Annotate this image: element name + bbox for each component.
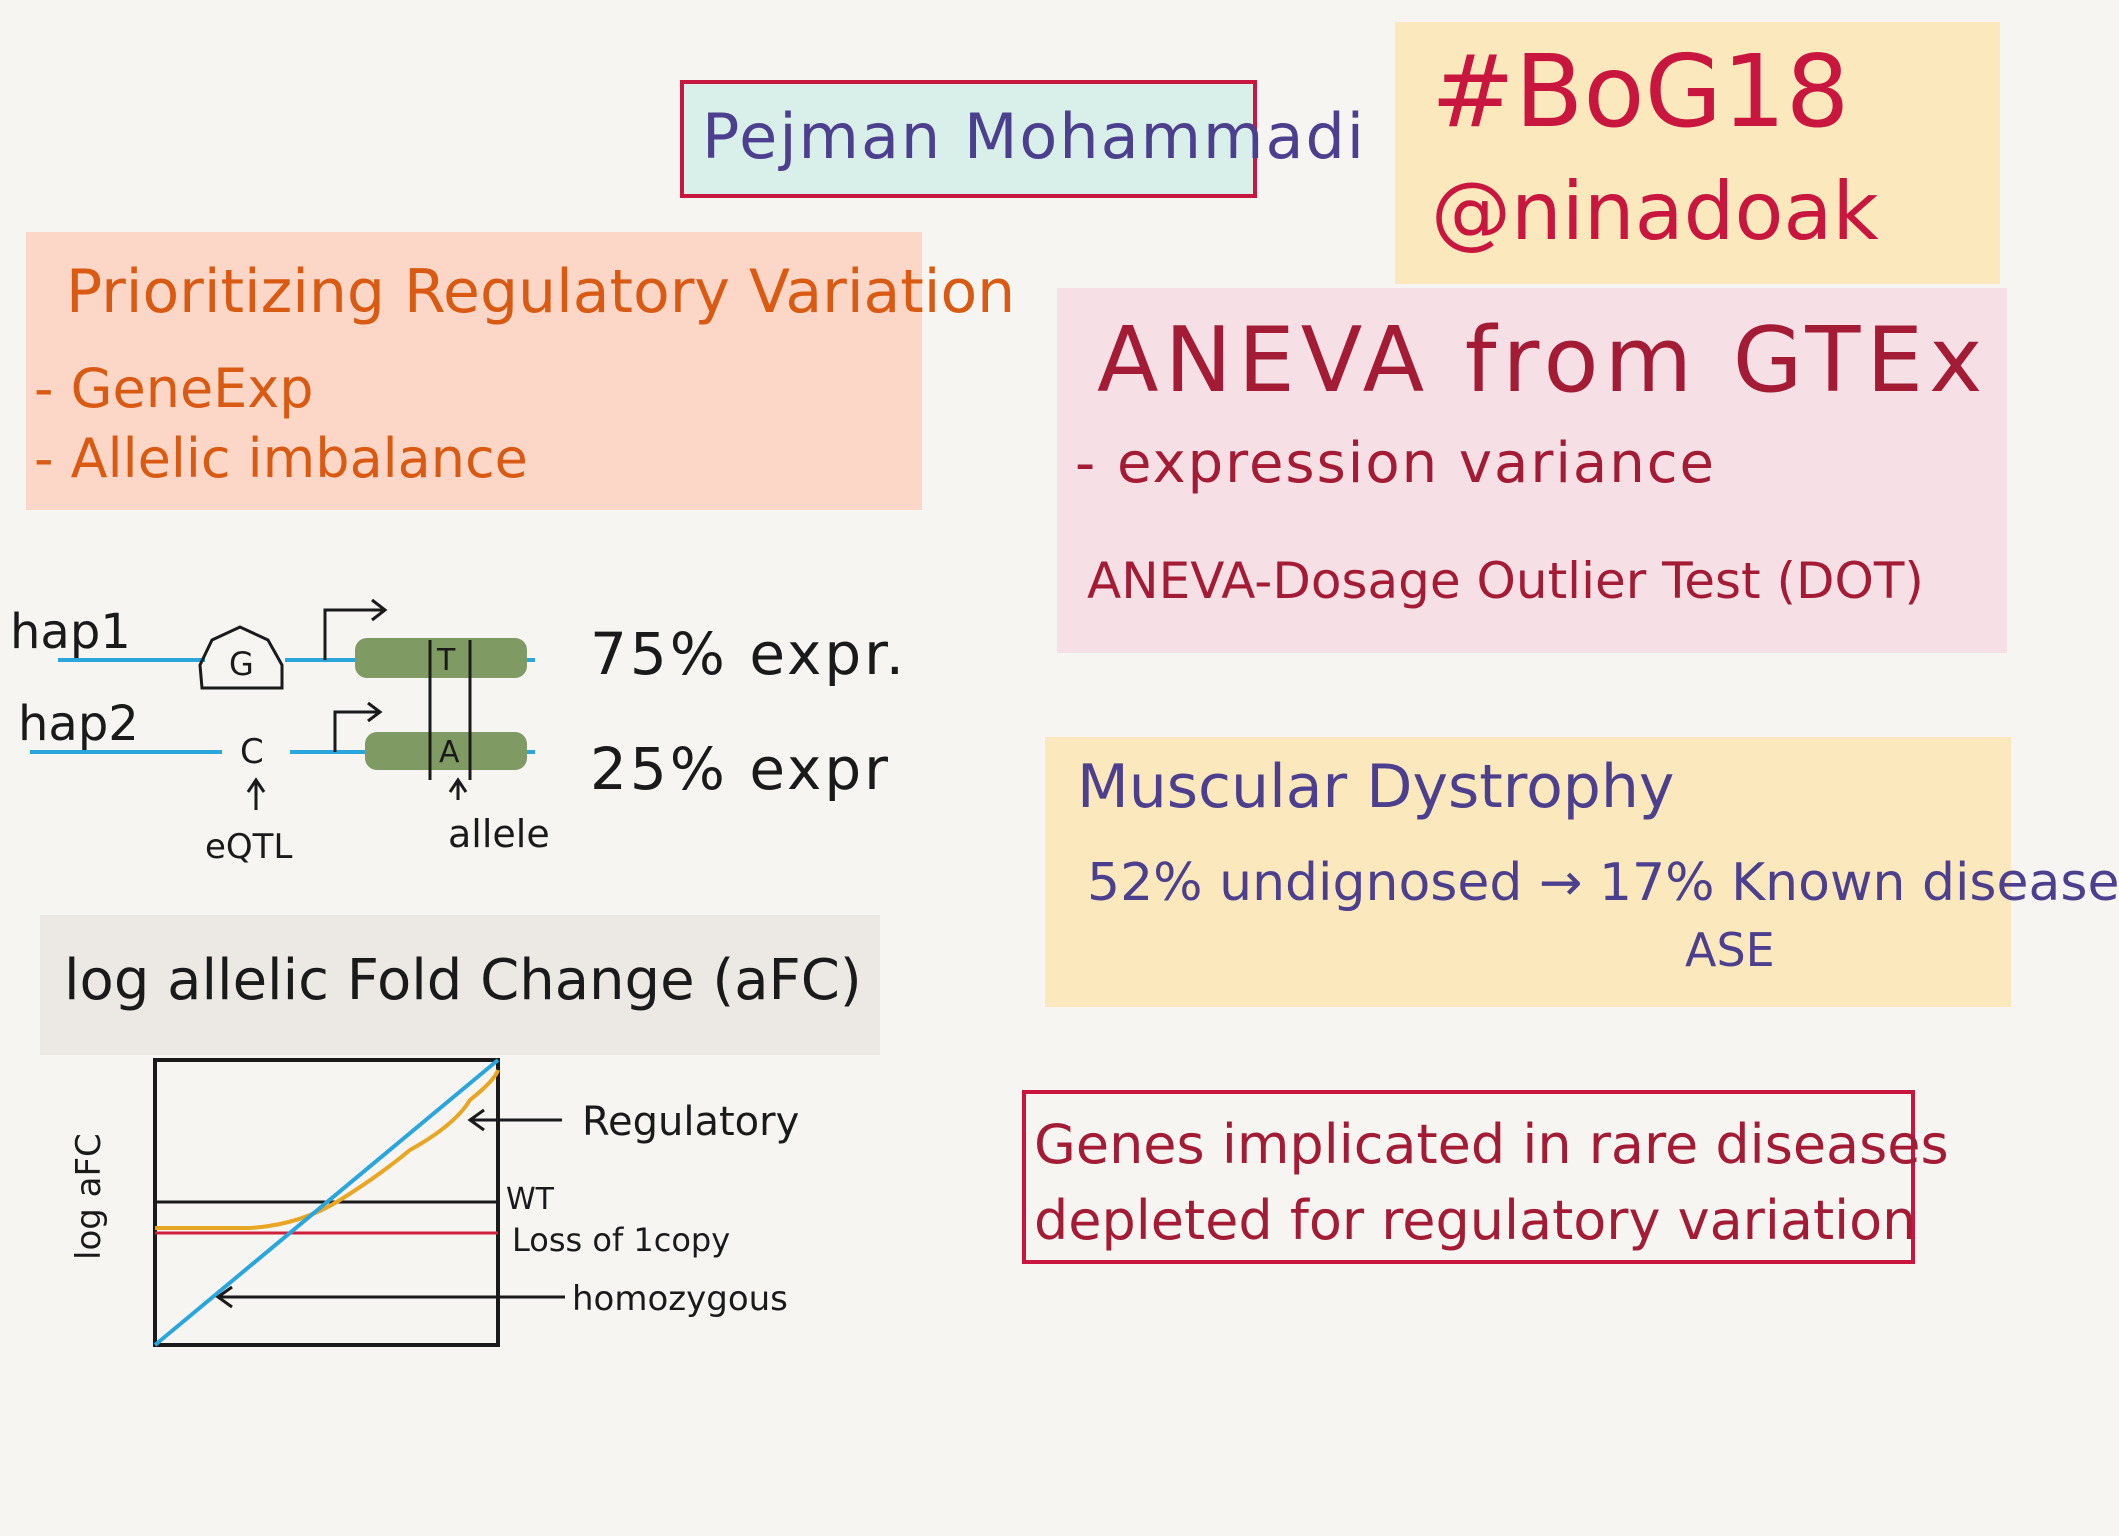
- afc-title: log allelic Fold Change (aFC): [64, 948, 862, 1013]
- wt-label: WT: [506, 1182, 554, 1217]
- allele-label: allele: [448, 812, 550, 856]
- aneva-item: - expression variance: [1075, 431, 1716, 496]
- hap1-expression: 75% expr.: [590, 620, 908, 688]
- hap2-label: hap2: [18, 696, 139, 752]
- homozygous-label: homozygous: [572, 1279, 788, 1319]
- speaker-name-box: Pejman Mohammadi: [680, 80, 1364, 198]
- tag-panel: #BoG18 @ninadoak: [1395, 22, 2000, 284]
- regulatory-arrow-icon: [467, 1108, 562, 1132]
- genes-line-2: depleted for regulatory variation: [1034, 1189, 1917, 1252]
- dystrophy-panel: Muscular Dystrophy 52% undignosed → 17% …: [1045, 737, 2119, 1007]
- prioritizing-item-allelic: - Allelic imbalance: [34, 427, 528, 490]
- hap2-variant: C: [240, 732, 264, 772]
- tss-arrow-1: [323, 598, 388, 660]
- hap2-allele: A: [439, 735, 460, 770]
- dystrophy-ase: ASE: [1685, 923, 1775, 977]
- g-promoter-pentagon: [198, 625, 284, 690]
- speaker-name: Pejman Mohammadi: [702, 100, 1367, 173]
- genes-box: Genes implicated in rare diseases deplet…: [1022, 1090, 1949, 1264]
- tss-arrow-2: [333, 701, 383, 752]
- homozygous-arrow-icon: [215, 1285, 565, 1309]
- afc-plot: [153, 1058, 565, 1347]
- eqtl-label: eQTL: [205, 827, 293, 867]
- regulatory-label: Regulatory: [582, 1099, 800, 1145]
- aneva-title: ANEVA from GTEx: [1097, 308, 1989, 413]
- aneva-panel: ANEVA from GTEx - expression variance AN…: [1057, 288, 2007, 653]
- afc-panel: log allelic Fold Change (aFC): [40, 915, 880, 1055]
- homozygous-diagonal: [153, 1058, 500, 1347]
- hap2-expression: 25% expr: [590, 735, 892, 803]
- hap1-allele: T: [437, 643, 456, 678]
- hashtag: #BoG18: [1431, 33, 1850, 150]
- prioritizing-title: Prioritizing Regulatory Variation: [66, 257, 1016, 327]
- hap1-gene-block: [355, 638, 527, 678]
- regulatory-curve: [155, 1069, 500, 1230]
- prioritizing-item-gene-exp: - GeneExp: [34, 357, 314, 420]
- haplotype-diagram: [30, 598, 535, 810]
- afc-ylabel: log aFC: [69, 1133, 109, 1260]
- allele-arrow-icon: [448, 777, 468, 800]
- genes-line-1: Genes implicated in rare diseases: [1034, 1113, 1949, 1176]
- hap2-gene-block: [365, 732, 527, 770]
- dystrophy-line: 52% undignosed → 17% Known disease: [1087, 853, 2119, 913]
- handle: @ninadoak: [1431, 165, 1879, 258]
- aneva-dot: ANEVA-Dosage Outlier Test (DOT): [1087, 552, 1924, 610]
- loss-label: Loss of 1copy: [512, 1221, 731, 1259]
- hap1-variant: G: [229, 645, 254, 683]
- hap1-label: hap1: [10, 604, 131, 660]
- eqtl-arrow-icon: [246, 777, 266, 810]
- prioritizing-panel: Prioritizing Regulatory Variation - Gene…: [26, 232, 1015, 510]
- dystrophy-title: Muscular Dystrophy: [1077, 752, 1675, 822]
